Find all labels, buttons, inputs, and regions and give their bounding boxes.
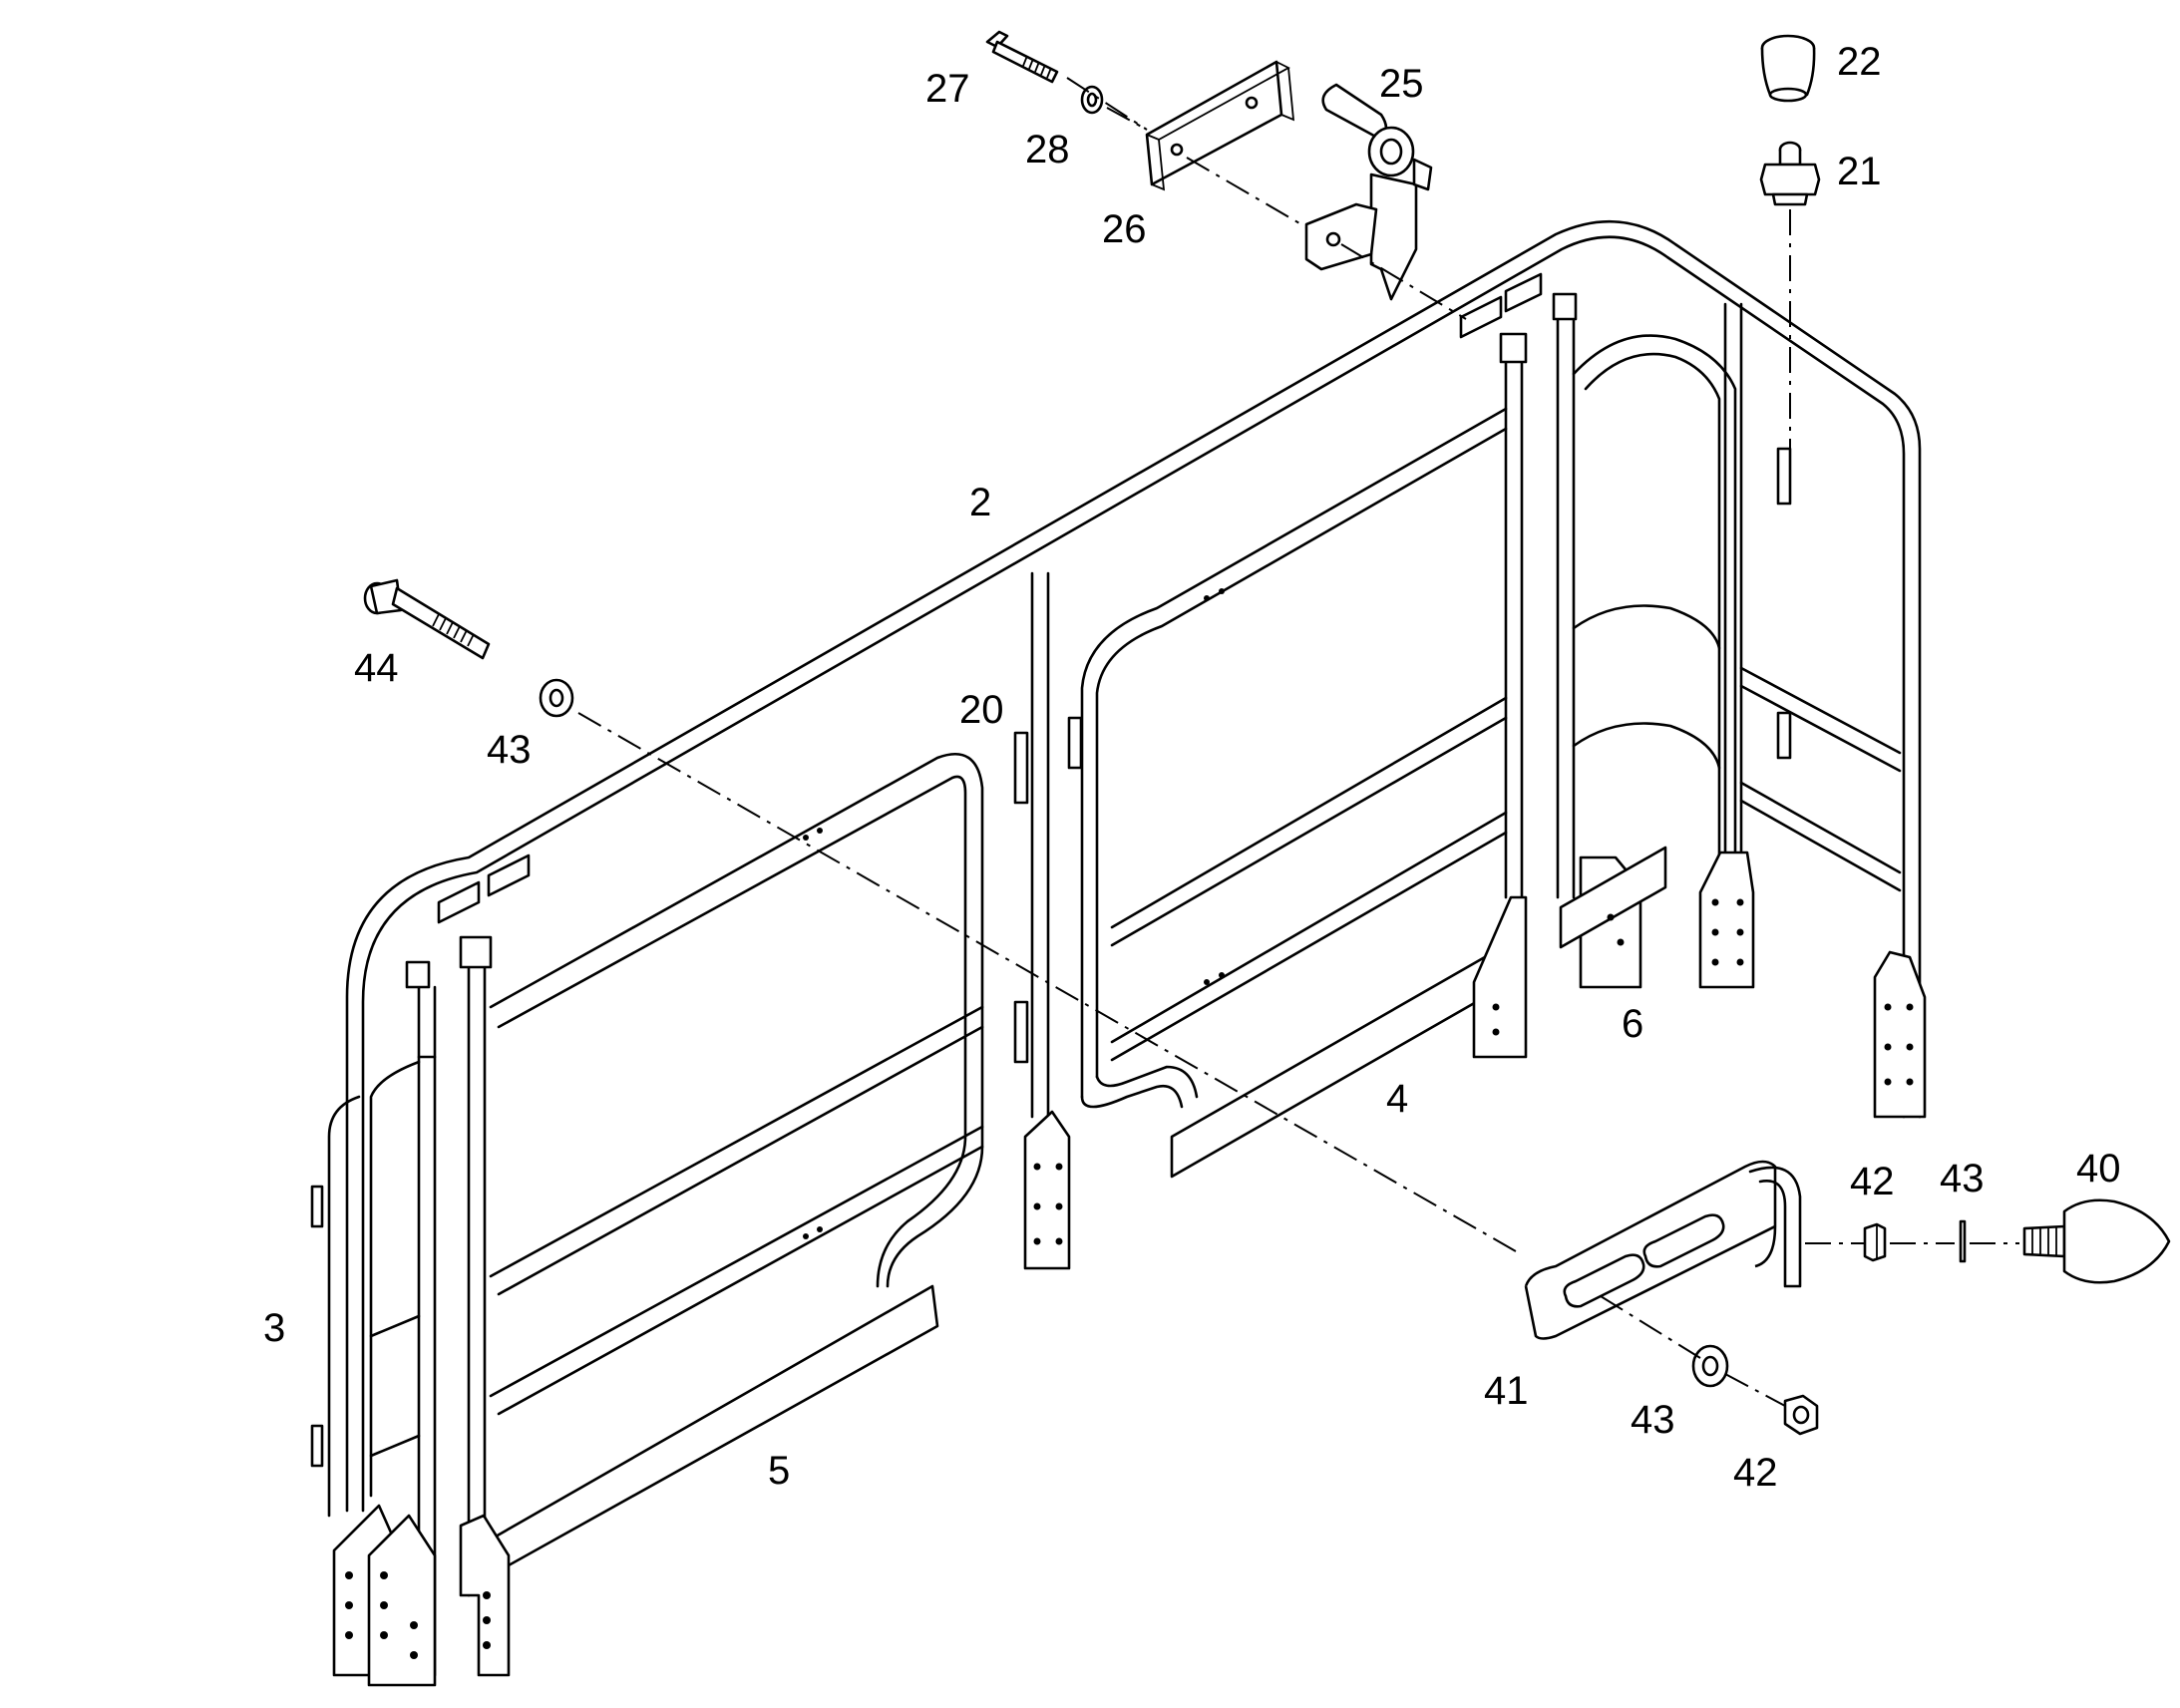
callout-43b: 43 [1940,1157,1985,1200]
callout-3: 3 [263,1306,285,1350]
callout-5: 5 [768,1449,790,1493]
rail-clamp-blocks [437,272,1543,924]
callout-26: 26 [1102,207,1147,251]
front-left-gate [459,752,984,1677]
callout-27: 27 [925,67,970,111]
callout-22: 22 [1837,40,1882,84]
nut-lower [1783,1394,1819,1436]
washer-lower [1691,1344,1729,1388]
callout-43c: 43 [1631,1398,1675,1442]
callout-21: 21 [1837,150,1882,193]
callout-40: 40 [2076,1147,2121,1191]
callout-4: 4 [1386,1077,1408,1121]
assembly-axes [577,77,2019,1407]
callout-6: 6 [1622,1002,1643,1046]
callout-2: 2 [969,481,991,524]
knob [2022,1198,2171,1284]
callout-42a: 42 [1850,1160,1895,1203]
callout-20: 20 [959,688,1004,732]
latch-assembly [1304,83,1433,301]
main-railing-frame [345,219,1922,1513]
fitting [1759,141,1821,206]
callout-28: 28 [1025,128,1070,171]
callout-43a: 43 [487,728,532,772]
latch-plate [1145,60,1295,191]
right-end-section [1552,292,1927,1119]
callout-44: 44 [354,646,399,690]
centre-gate [1080,332,1528,1179]
cap [1760,34,1816,103]
latch-bolt [985,30,1059,84]
callout-labels: 2 3 4 5 6 20 21 22 25 26 27 28 40 41 42 … [263,40,2121,1495]
left-end-section [310,960,437,1687]
latch-washer [1080,85,1104,115]
washer-upper [539,678,574,718]
callout-25: 25 [1379,62,1424,106]
main-bolt [363,578,491,660]
mounting-bracket [1524,1160,1802,1340]
callout-41: 41 [1484,1369,1529,1413]
callout-42b: 42 [1733,1451,1778,1495]
middle-post [1013,571,1083,1270]
nut-upper [1863,1222,1887,1262]
washer-right [1959,1219,1967,1263]
